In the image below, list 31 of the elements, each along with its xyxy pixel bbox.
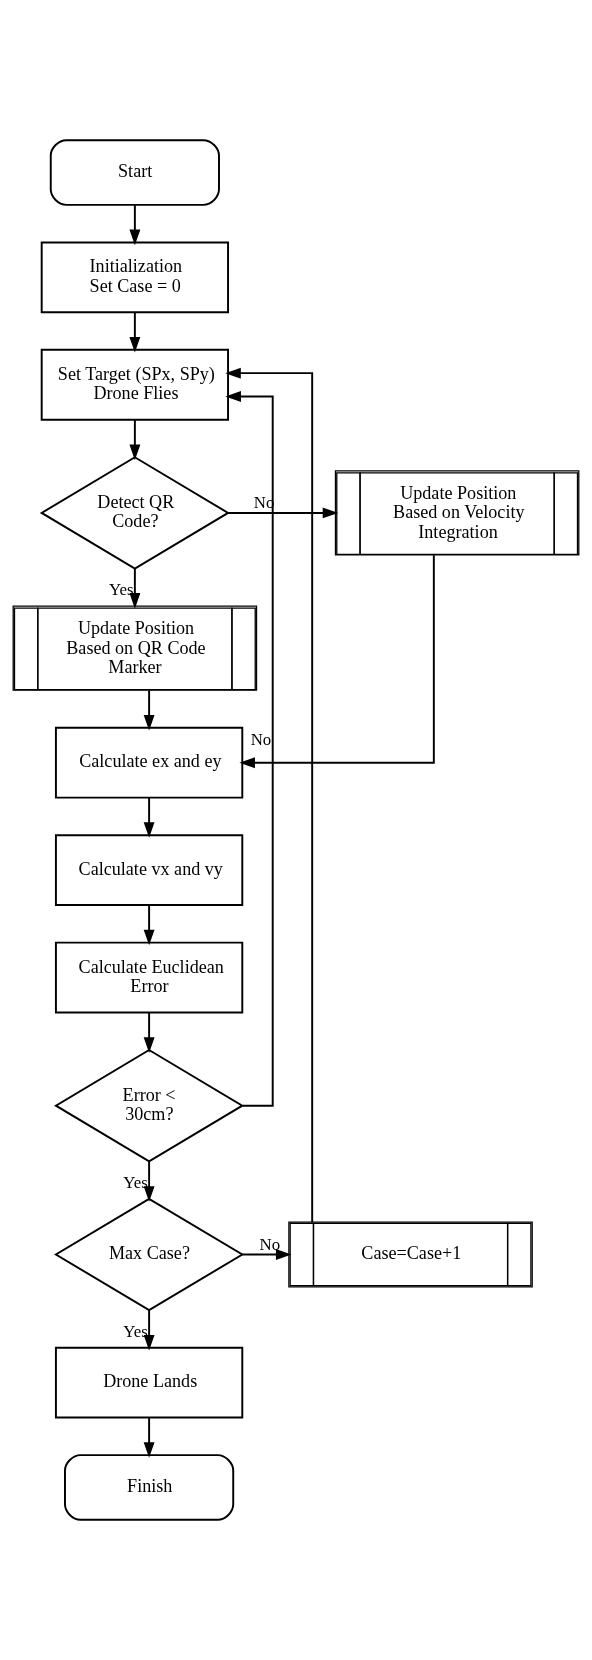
arrow <box>239 554 435 769</box>
node-box: Initialization Set Case = 0 <box>40 241 229 314</box>
arrow <box>143 1417 155 1458</box>
node-box: Calculate ex and ey <box>54 726 244 799</box>
node-box: Finish <box>64 1454 235 1521</box>
arrow <box>225 367 314 1224</box>
edge-label: No <box>259 1234 281 1254</box>
edge-label: Yes <box>123 1321 148 1341</box>
arrow <box>143 1011 155 1053</box>
edge-label: Yes <box>123 1172 148 1192</box>
node-box: Calculate Euclidean Error <box>54 941 244 1014</box>
node-box: Set Target (SPx, SPy) Drone Flies <box>40 348 229 421</box>
node-diamond: Max Case? <box>54 1197 245 1312</box>
arrow <box>227 507 339 519</box>
node-diamond: Error < 30cm? <box>54 1048 245 1163</box>
node-box: Drone Lands <box>54 1346 244 1419</box>
node-box: Calculate vx and vy <box>54 834 244 907</box>
arrow <box>143 796 155 838</box>
arrow <box>129 204 141 246</box>
arrow <box>129 418 141 461</box>
arrow <box>241 1249 292 1260</box>
arrow <box>143 1309 155 1351</box>
arrow <box>129 567 141 609</box>
arrow <box>143 904 155 946</box>
arrow <box>143 1160 155 1202</box>
arrow <box>225 391 274 1107</box>
edge-label: No <box>250 730 272 749</box>
arrow <box>129 311 141 353</box>
node-diamond: Detect QR Code? <box>39 456 230 570</box>
arrow <box>143 689 155 731</box>
node-box: Start <box>49 139 220 206</box>
